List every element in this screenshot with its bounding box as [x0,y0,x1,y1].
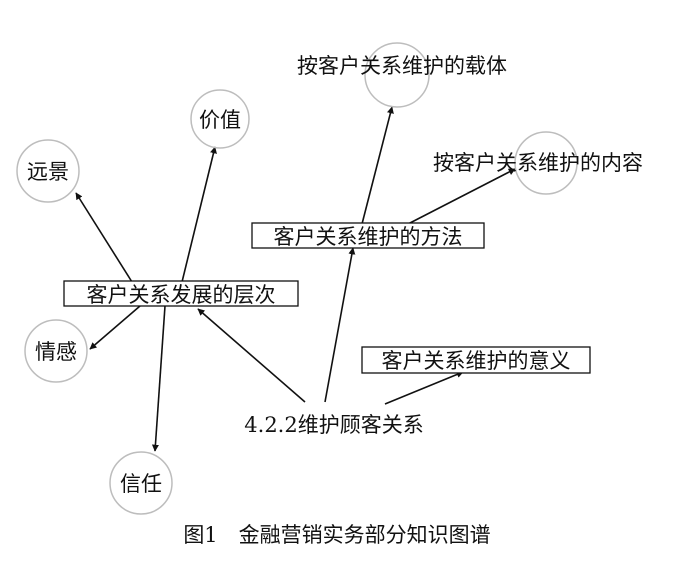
edge-levels-to-value [181,146,217,283]
box-meaning [361,346,591,374]
labels: 客户关系发展的层次 客户关系维护的方法 客户关系维护的意义 4.2.2维护顾客关… [27,54,643,547]
branch-label-levels: 客户关系发展的层次 [87,283,276,307]
circle-carrier [364,42,430,108]
circle-trust [109,451,173,515]
leaf-label-vision: 远景 [27,160,69,184]
leaf-label-emotion: 情感 [35,340,77,364]
edge-levels-to-trust [151,305,166,452]
leaf-label-content: 按客户关系维护的内容 [433,151,643,175]
edge-center-to-meaning [384,371,464,405]
branch-label-methods: 客户关系维护的方法 [274,225,463,249]
figure-caption: 图1 金融营销实务部分知识图谱 [183,523,490,547]
edge-levels-to-emotion [89,305,141,350]
edge-center-to-levels [197,308,306,403]
leaf-label-trust: 信任 [120,472,162,496]
circle-value [190,89,250,149]
branch-boxes [63,222,591,374]
leaf-circles [16,42,578,515]
circle-emotion [24,319,88,383]
edges [75,106,516,452]
circle-content [514,131,578,195]
edge-levels-to-vision [75,192,133,283]
center-label: 4.2.2维护顾客关系 [244,413,423,437]
box-levels [63,280,299,307]
circle-vision [16,139,80,203]
edge-methods-to-content [407,168,516,225]
edge-center-to-methods [324,247,356,403]
edge-methods-to-carrier [361,106,394,225]
leaf-label-carrier: 按客户关系维护的载体 [297,54,507,78]
leaf-label-value: 价值 [199,108,241,132]
branch-label-meaning: 客户关系维护的意义 [382,349,571,373]
box-methods [251,222,485,249]
